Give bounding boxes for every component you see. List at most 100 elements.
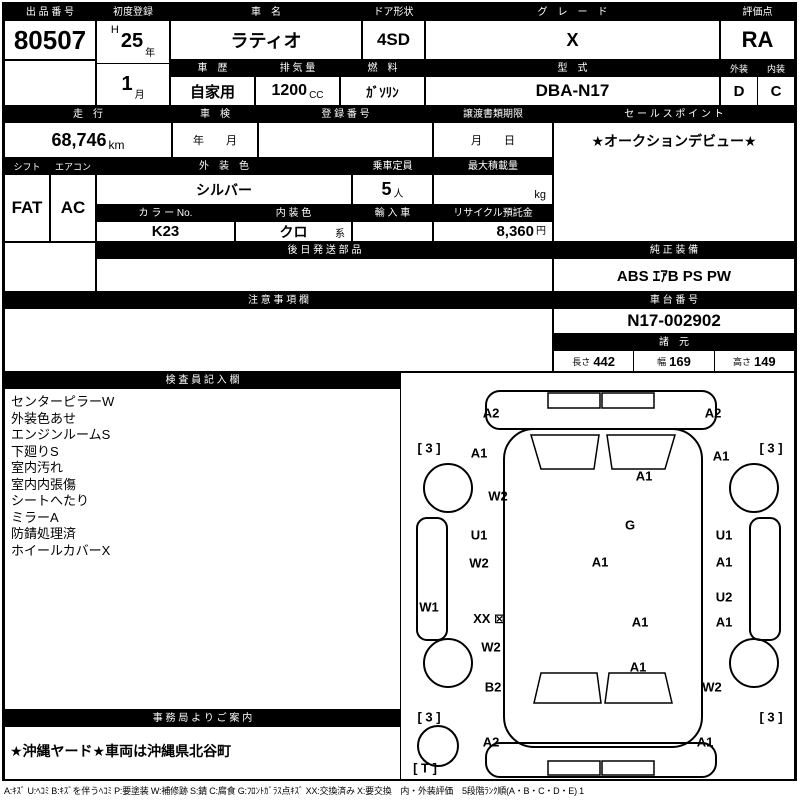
recycle-amount: 8,360 <box>496 223 534 240</box>
mileage-number: 68,746 <box>51 129 107 150</box>
capacity-number: 5 <box>381 179 392 199</box>
car-name-cell: 車 名 ラティオ <box>170 4 362 60</box>
exterior-grade-label: 外装 <box>721 61 757 77</box>
rear-bumper-shape <box>485 742 717 778</box>
right-side-panel-shape <box>749 517 781 641</box>
door-shape-label: ドア形状 <box>363 5 424 21</box>
capacity-unit: 人 <box>393 189 404 200</box>
length-label: 長さ <box>572 356 591 367</box>
equipment-value: ABS ｴｱB PS PW <box>616 267 732 285</box>
car-name-value: ラティオ <box>230 31 302 51</box>
registration-number-label: 登 録 番 号 <box>259 107 432 123</box>
sales-point-value: ★オークションデビュー★ <box>591 133 757 149</box>
displacement-unit: CC <box>309 90 324 101</box>
exterior-grade-col: 外装 D <box>721 61 757 105</box>
chassis-number-label: 車 台 番 号 <box>554 293 794 309</box>
car-outline-drawing <box>416 390 781 778</box>
import-cell: 輸 入 車 <box>352 205 433 242</box>
rear-plate-right-shape <box>601 760 655 776</box>
mileage-value: 68,746 km <box>5 123 171 157</box>
shift-value: FAT <box>11 198 43 217</box>
sales-point-label: セ ー ル ス ポ イ ン ト <box>554 107 794 123</box>
auction-number-value: 80507 <box>13 24 87 55</box>
front-right-wheel-shape <box>729 463 779 513</box>
displacement-number: 1200 <box>271 82 308 99</box>
later-parts-cell: 後 日 発 送 部 品 <box>96 242 553 292</box>
color-number-label: カ ラ ー No. <box>97 206 234 222</box>
interior-color-name: クロ <box>279 224 308 240</box>
inspector-note: 下廻りS <box>11 443 59 459</box>
damage-marker: A1 <box>635 468 653 484</box>
mileage-cell: 走 行 68,746 km <box>4 106 172 158</box>
model-code-label: 型 式 <box>426 61 719 77</box>
history-cell: 車 歴 自家用 <box>170 60 255 106</box>
mileage-unit: km <box>108 138 125 152</box>
interior-color-suffix: 系 <box>335 229 345 240</box>
auction-number-spacer <box>4 60 96 106</box>
windshield-right-shape <box>606 434 677 470</box>
score-cell: 評価点 RA <box>720 4 795 60</box>
damage-marker: G <box>624 517 636 533</box>
shift-label: シフト <box>5 159 49 175</box>
first-registration-label: 初度登録 <box>97 5 169 21</box>
month-suffix: 月 <box>134 90 145 101</box>
damage-marker: A1 <box>631 614 649 630</box>
damage-marker: U1 <box>715 527 733 543</box>
equipment-label: 純 正 装 備 <box>554 243 794 259</box>
damage-marker: [ 3 ] <box>417 709 441 725</box>
score-value: RA <box>741 27 774 52</box>
door-shape-cell: ドア形状 4SD <box>362 4 425 60</box>
damage-marker: A1 <box>712 448 730 464</box>
spare-tire-shape <box>417 725 459 767</box>
notes-label: 注 意 事 項 欄 <box>5 293 552 309</box>
width-label: 幅 <box>657 356 667 367</box>
chassis-number-value: N17-002902 <box>627 311 721 330</box>
left-spacer-cell <box>4 242 96 292</box>
later-parts-value <box>97 259 552 291</box>
rear-window-right-shape <box>604 672 673 704</box>
damage-marker: A1 <box>715 614 733 630</box>
aircon-cell: エアコン AC <box>50 158 96 242</box>
recycle-unit: 円 <box>536 226 546 237</box>
exterior-grade-value: D <box>733 82 745 100</box>
inspector-note: センターピラーW <box>11 394 115 409</box>
grade-cell: グ レ ー ド X <box>425 4 720 60</box>
transfer-deadline-value: 月 日 <box>471 135 515 147</box>
dimensions-label: 諸 元 <box>554 335 794 351</box>
notes-value <box>5 309 552 371</box>
inspector-note: シートへたり <box>11 493 90 508</box>
transfer-deadline-cell: 譲渡書類期限 月 日 <box>433 106 553 158</box>
damage-marker: W2 <box>481 639 501 655</box>
sheet-border <box>2 2 797 781</box>
front-grille-left-shape <box>547 392 601 409</box>
aircon-value: AC <box>60 198 86 217</box>
interior-grade-col: 内装 C <box>757 61 794 105</box>
score-label: 評価点 <box>721 5 794 21</box>
damage-marker: [ T ] <box>413 760 437 776</box>
interior-color-label: 内 装 色 <box>236 206 351 222</box>
damage-marker: A2 <box>704 405 722 421</box>
grade-label: グ レ ー ド <box>426 5 719 21</box>
interior-grade-value: C <box>770 82 782 100</box>
inspector-note: 室内内張傷 <box>11 476 77 492</box>
year-suffix: 年 <box>145 47 156 59</box>
inspector-note: ミラーA <box>11 509 59 525</box>
length-value: 442 <box>593 353 616 369</box>
damage-marker: [ 3 ] <box>759 709 783 725</box>
damage-marker: A2 <box>482 405 500 421</box>
legend-text: A:ｷｽﾞ U:ﾍｺﾐ B:ｷｽﾞを伴うﾍｺﾐ P:要塗装 W:補修跡 S:錆 … <box>4 786 584 796</box>
color-number-cell: カ ラ ー No. K23 <box>96 205 235 242</box>
max-load-unit: kg <box>534 189 546 201</box>
inspector-note: 室内汚れ <box>11 460 64 475</box>
damage-marker: [ 3 ] <box>759 440 783 456</box>
door-shape-value: 4SD <box>376 30 411 49</box>
equipment-cell: 純 正 装 備 ABS ｴｱB PS PW <box>553 242 795 292</box>
inspection-value: 年 月 <box>193 135 237 147</box>
damage-marker: W2 <box>469 555 489 571</box>
displacement-value: 1200 CC <box>256 77 339 105</box>
exterior-color-value: シルバー <box>196 181 252 198</box>
displacement-label: 排 気 量 <box>256 61 339 77</box>
notes-cell: 注 意 事 項 欄 <box>4 292 553 372</box>
